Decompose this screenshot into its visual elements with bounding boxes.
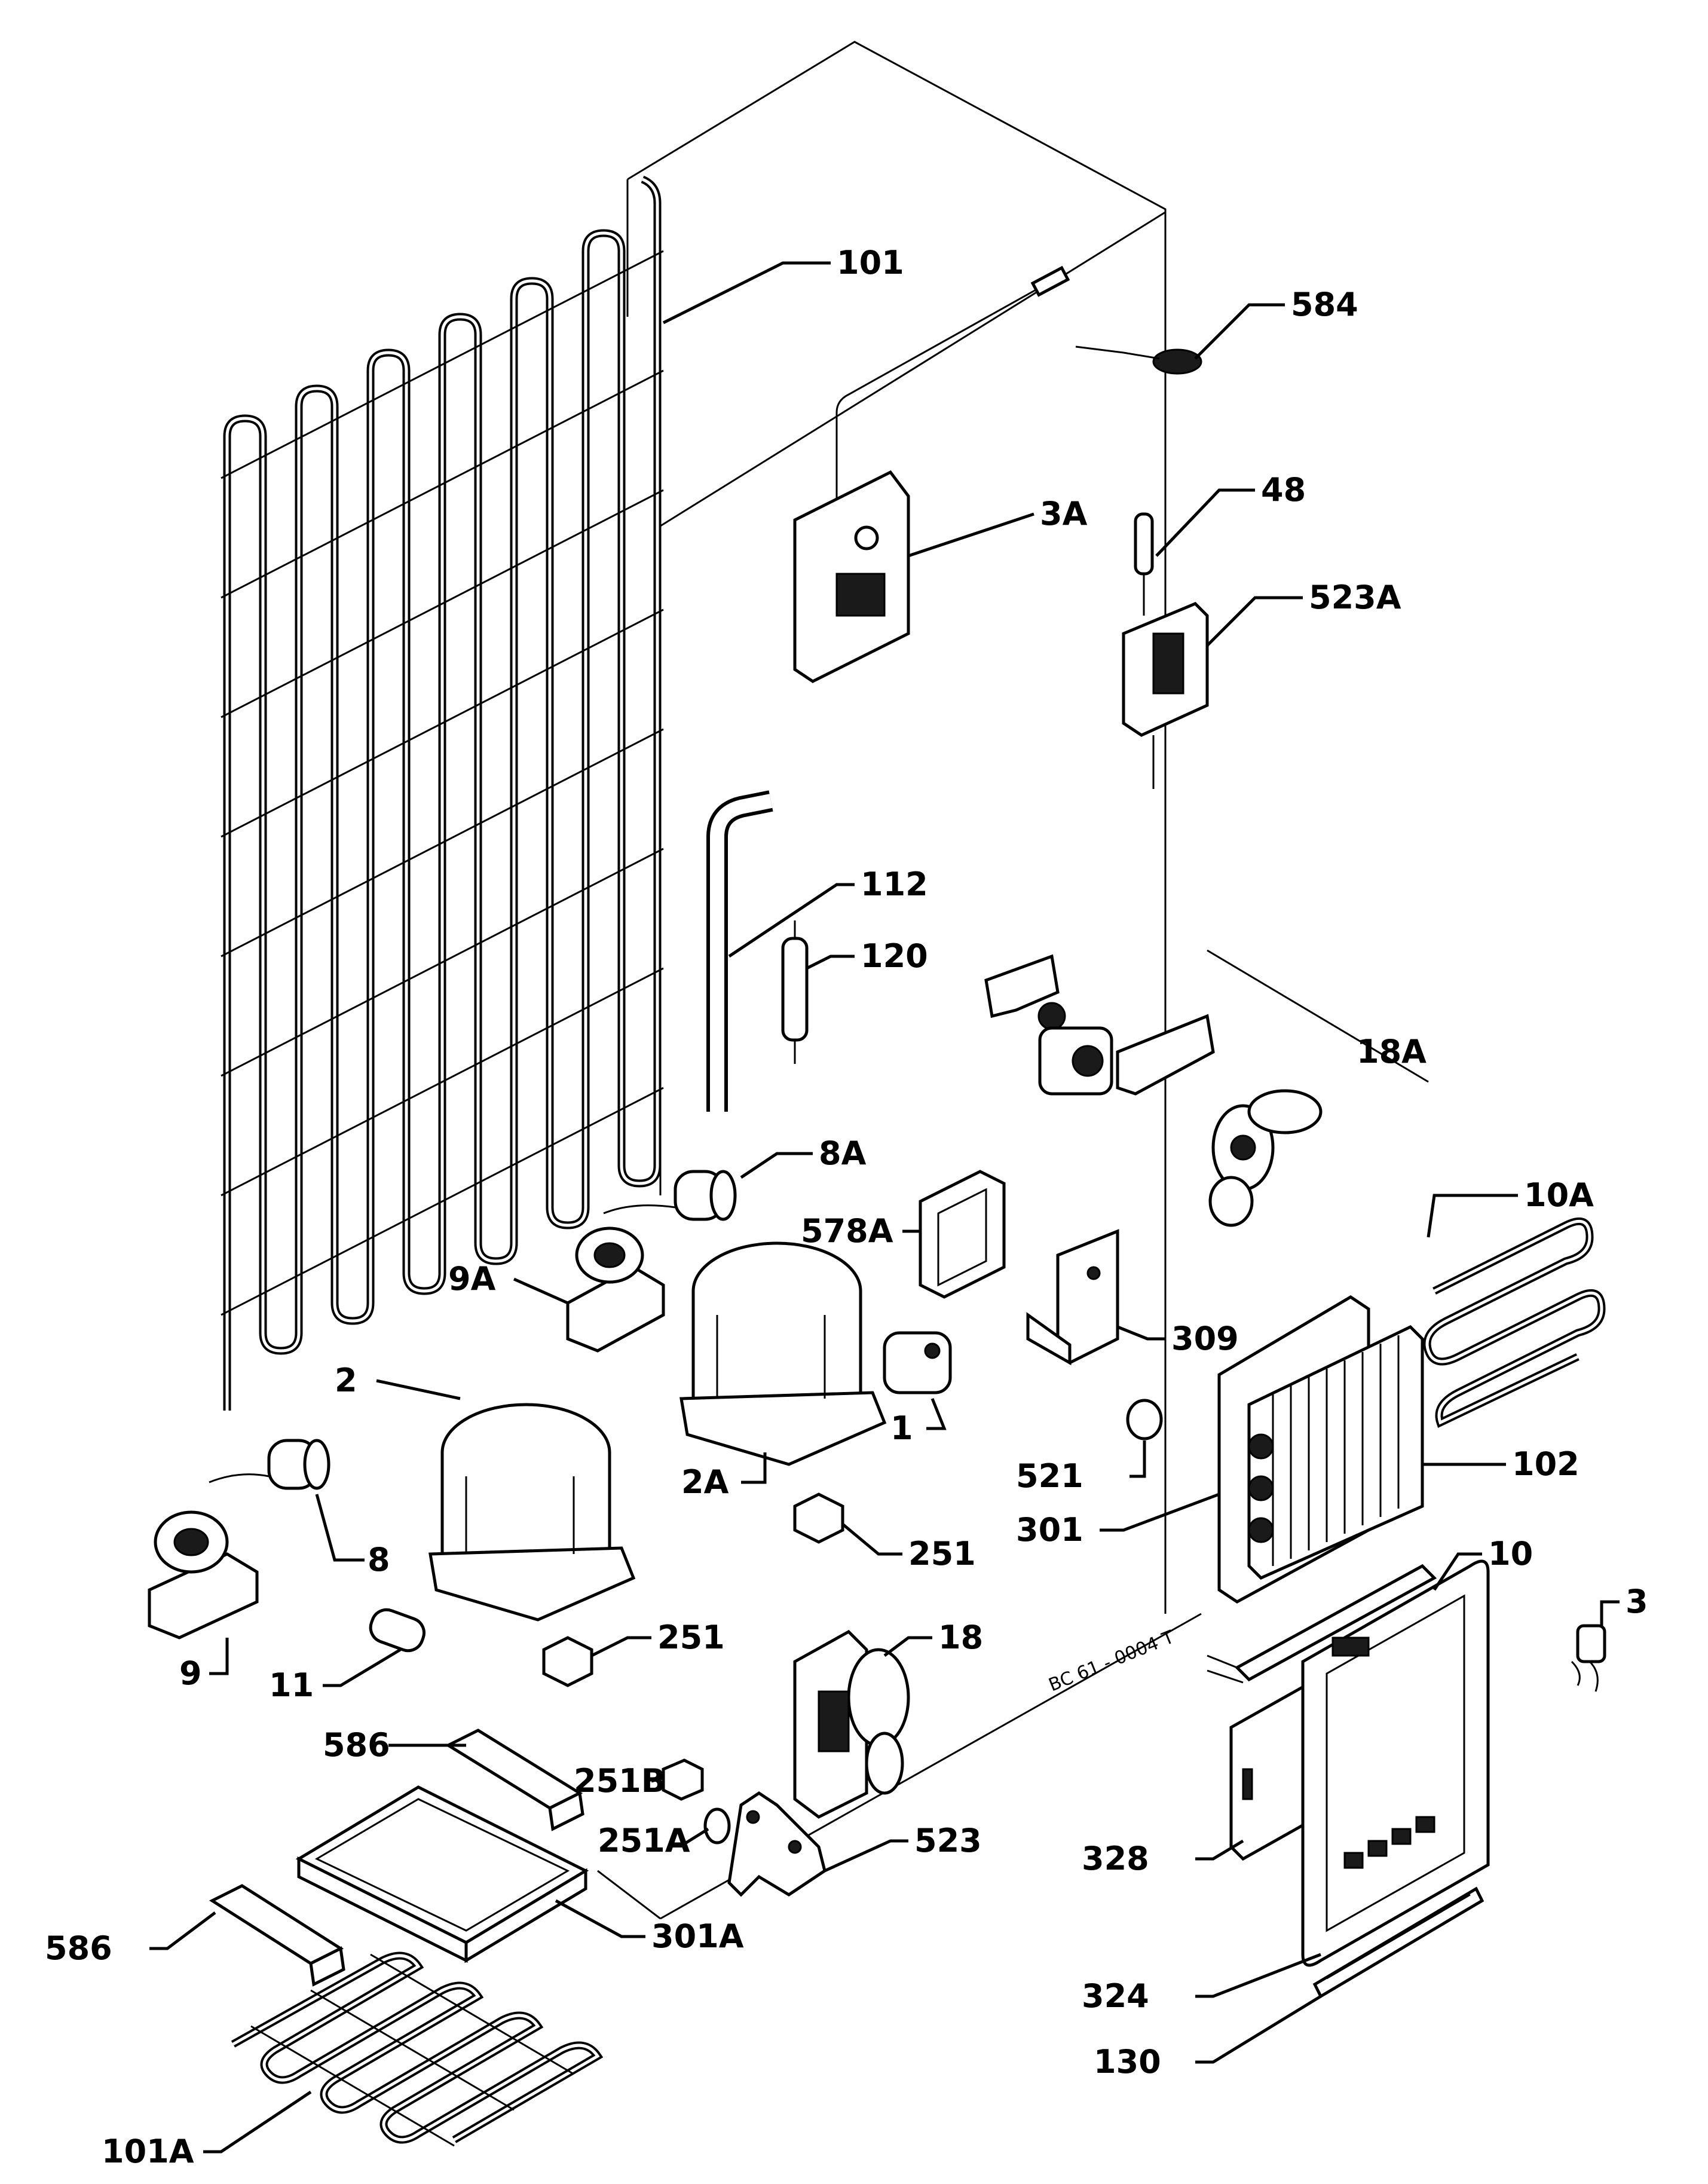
start-relay-1	[883, 1331, 952, 1394]
relay-9A	[566, 1226, 665, 1353]
label-18A: 18A	[1357, 1033, 1427, 1070]
part-labels: 101 584 3A 48 523A 112 120 18A 8A 578A 1…	[45, 244, 1648, 2170]
label-2: 2	[335, 1362, 357, 1399]
label-3: 3	[1626, 1583, 1648, 1620]
label-48: 48	[1261, 471, 1306, 509]
fan-assembly-18A	[984, 949, 1429, 1227]
label-11: 11	[269, 1666, 314, 1704]
label-301: 301	[1016, 1511, 1083, 1549]
nut-251-lower	[542, 1636, 593, 1687]
thermostat-3A	[793, 265, 1070, 683]
label-578A: 578A	[801, 1212, 893, 1250]
label-9: 9	[179, 1654, 202, 1692]
label-18: 18	[938, 1619, 983, 1656]
clip-578A	[919, 1170, 1006, 1299]
label-10A: 10A	[1524, 1176, 1594, 1214]
stamp: BC 61 - 0004 T	[1046, 1626, 1177, 1696]
heater-10	[1207, 1564, 1437, 1684]
overload-8A	[603, 1170, 737, 1221]
capacitor-11	[369, 1608, 426, 1653]
label-586-upper: 586	[323, 1726, 390, 1764]
label-301A: 301A	[651, 1917, 744, 1955]
compressor-2A	[679, 1241, 887, 1466]
lamp-holder-523A	[1122, 602, 1209, 789]
label-251-upper: 251	[908, 1535, 976, 1573]
label-3A: 3A	[1040, 495, 1088, 533]
compressor-2	[428, 1403, 636, 1622]
condenser-coil-101A	[231, 1951, 604, 2147]
label-130: 130	[1094, 2043, 1161, 2081]
relay-9	[148, 1510, 259, 1639]
cap-521	[1126, 1399, 1163, 1440]
label-9A: 9A	[448, 1260, 496, 1298]
label-8A: 8A	[819, 1134, 867, 1172]
drip-tray-301A	[295, 1785, 589, 1963]
label-10: 10	[1488, 1535, 1533, 1573]
label-2A: 2A	[681, 1463, 729, 1501]
defrost-heater-10A	[1423, 1217, 1606, 1429]
label-102: 102	[1512, 1445, 1580, 1483]
label-101: 101	[837, 244, 904, 282]
sensor-584	[1075, 345, 1202, 375]
strip-130	[1312, 1886, 1484, 1999]
label-586-lower: 586	[45, 1929, 112, 1967]
label-584: 584	[1291, 286, 1358, 323]
label-251A: 251A	[598, 1822, 690, 1859]
label-120: 120	[861, 937, 928, 975]
bracket-309	[1026, 1229, 1119, 1366]
nut-251B	[662, 1758, 704, 1801]
fan-motor-18	[793, 1629, 910, 1819]
label-523: 523	[914, 1822, 982, 1859]
bracket-586-upper	[445, 1729, 584, 1831]
label-523A: 523A	[1309, 579, 1401, 616]
overload-8	[209, 1439, 330, 1490]
leader-lines	[149, 261, 1620, 2154]
bracket-523	[727, 1791, 827, 1897]
label-324: 324	[1082, 1977, 1149, 2015]
label-112: 112	[861, 865, 928, 903]
label-8: 8	[368, 1541, 390, 1579]
evaporator-102	[1247, 1325, 1424, 1580]
back-panel-324	[1301, 1559, 1490, 1967]
washer-251A	[703, 1807, 731, 1845]
tube-112	[706, 790, 773, 1112]
label-1: 1	[890, 1409, 913, 1447]
switch-3	[1571, 1624, 1606, 1692]
label-328: 328	[1082, 1840, 1149, 1877]
lamp-48	[1134, 512, 1154, 616]
label-101A: 101A	[102, 2133, 194, 2170]
label-251B: 251B	[574, 1762, 666, 1800]
bracket-586-lower	[209, 1884, 345, 1987]
label-251-lower: 251	[657, 1619, 725, 1656]
nut-251-upper	[793, 1492, 844, 1544]
filter-dryer-120	[781, 920, 809, 1064]
label-309: 309	[1171, 1320, 1239, 1357]
condenser-coil	[221, 175, 664, 1411]
label-521: 521	[1016, 1457, 1083, 1495]
